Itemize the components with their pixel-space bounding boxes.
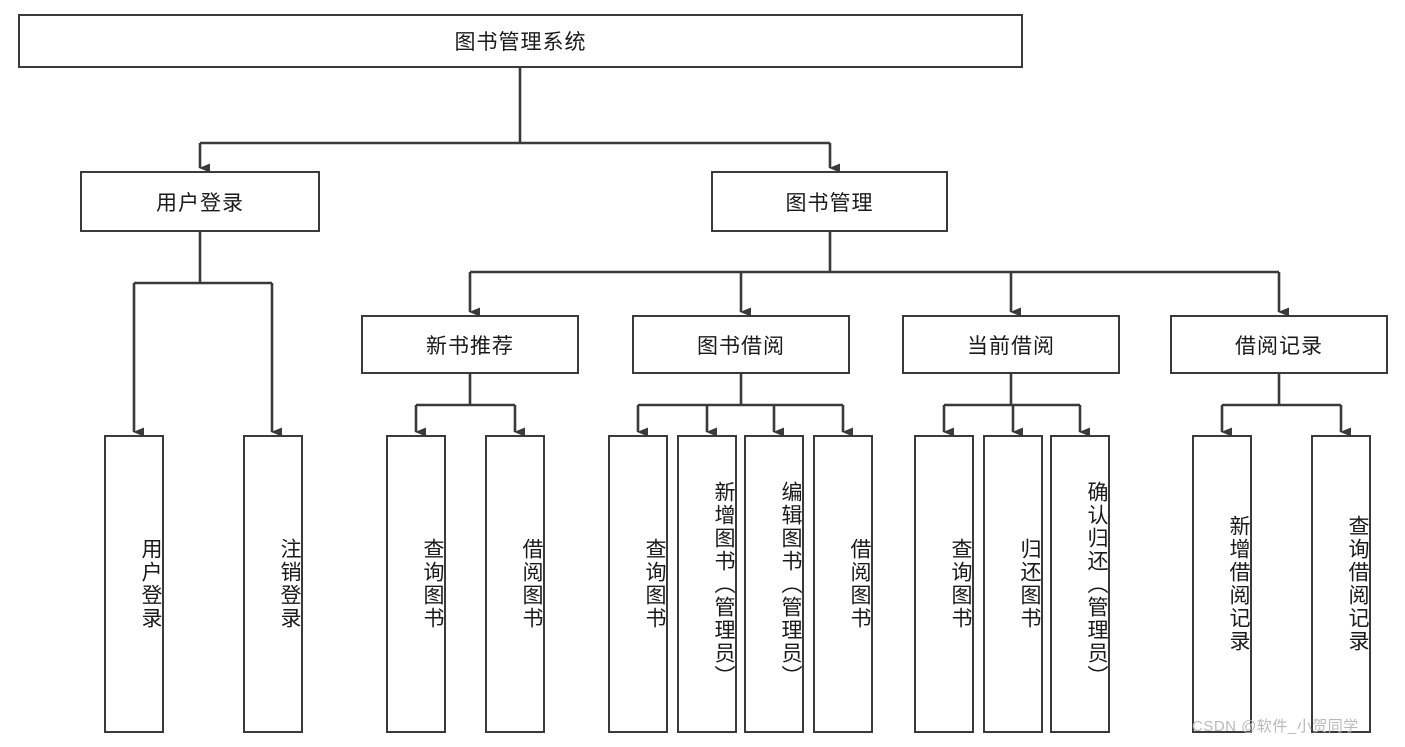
- leaf-borrow-book-label: 借阅图书: [848, 538, 871, 630]
- node-current-borrow-label: 当前借阅: [967, 334, 1055, 358]
- node-new-book-recommend[interactable]: 新书推荐: [361, 315, 579, 374]
- node-book-borrow[interactable]: 图书借阅: [632, 315, 850, 374]
- leaf-add-book-label: 新增图书（管理员）: [712, 480, 735, 688]
- csdn-watermark: CSDN @软件_小贺同学: [1192, 718, 1359, 735]
- leaf-query-book-current-label: 查询图书: [949, 538, 972, 630]
- node-root-label: 图书管理系统: [454, 31, 587, 54]
- leaf-query-book-current[interactable]: 查询图书: [914, 435, 974, 733]
- leaf-query-book-borrow[interactable]: 查询图书: [608, 435, 668, 733]
- leaf-confirm-return[interactable]: 确认归还（管理员）: [1050, 435, 1110, 733]
- node-user-login[interactable]: 用户登录: [80, 171, 320, 232]
- leaf-borrow-book[interactable]: 借阅图书: [813, 435, 873, 733]
- node-book-manage-label: 图书管理: [785, 191, 874, 215]
- node-user-login-label: 用户登录: [156, 191, 244, 215]
- leaf-logout-label: 注销登录: [278, 538, 301, 630]
- node-current-borrow[interactable]: 当前借阅: [902, 315, 1120, 374]
- node-root[interactable]: 图书管理系统: [18, 14, 1023, 68]
- leaf-query-book-borrow-label: 查询图书: [643, 538, 666, 630]
- node-borrow-record[interactable]: 借阅记录: [1170, 315, 1388, 374]
- leaf-add-book[interactable]: 新增图书（管理员）: [677, 435, 737, 733]
- leaf-borrow-book-rec[interactable]: 借阅图书: [485, 435, 545, 733]
- leaf-query-book-rec-label: 查询图书: [421, 538, 444, 630]
- leaf-edit-book[interactable]: 编辑图书（管理员）: [744, 435, 804, 733]
- leaf-add-borrow-record[interactable]: 新增借阅记录: [1192, 435, 1252, 733]
- leaf-query-book-rec[interactable]: 查询图书: [386, 435, 446, 733]
- node-book-manage[interactable]: 图书管理: [711, 171, 948, 232]
- node-new-book-recommend-label: 新书推荐: [426, 334, 514, 358]
- leaf-user-login[interactable]: 用户登录: [104, 435, 164, 733]
- leaf-edit-book-label: 编辑图书（管理员）: [779, 480, 802, 688]
- node-book-borrow-label: 图书借阅: [697, 334, 785, 358]
- leaf-confirm-return-label: 确认归还（管理员）: [1085, 480, 1108, 688]
- node-borrow-record-label: 借阅记录: [1235, 334, 1323, 358]
- leaf-borrow-book-rec-label: 借阅图书: [520, 538, 543, 630]
- leaf-return-book[interactable]: 归还图书: [983, 435, 1043, 733]
- leaf-query-borrow-record-label: 查询借阅记录: [1346, 515, 1369, 653]
- leaf-return-book-label: 归还图书: [1018, 538, 1041, 630]
- leaf-add-borrow-record-label: 新增借阅记录: [1227, 515, 1250, 653]
- leaf-query-borrow-record[interactable]: 查询借阅记录: [1311, 435, 1371, 733]
- leaf-user-login-label: 用户登录: [139, 538, 162, 630]
- leaf-logout[interactable]: 注销登录: [243, 435, 303, 733]
